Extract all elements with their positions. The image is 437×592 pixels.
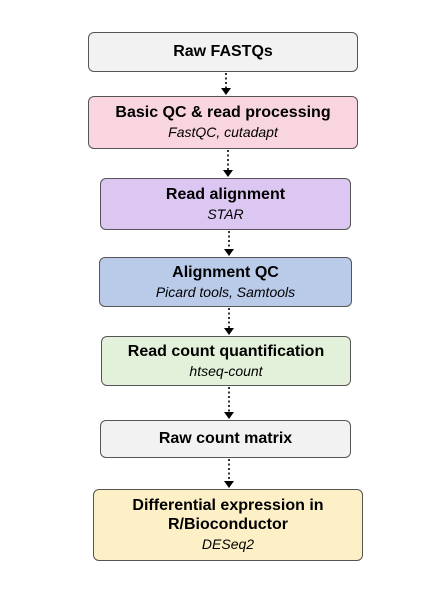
raw-count-matrix-title: Raw count matrix <box>158 429 293 447</box>
read-count-quantification-tools: htseq-count <box>189 362 263 379</box>
read-alignment-tools: STAR <box>207 205 244 222</box>
read-count-quantification-node: Read count quantification htseq-count <box>101 336 351 386</box>
alignment-qc-node: Alignment QC Picard tools, Samtools <box>99 257 352 307</box>
read-count-quantification-title: Read count quantification <box>127 342 325 360</box>
differential-expression-title: Differential expression in <box>132 497 324 515</box>
basic-qc-tools: FastQC, cutadapt <box>168 124 278 141</box>
read-alignment-title: Read alignment <box>165 185 286 203</box>
read-alignment-node: Read alignment STAR <box>100 178 351 230</box>
raw-count-matrix-node: Raw count matrix <box>100 420 351 458</box>
basic-qc-node: Basic QC & read processing FastQC, cutad… <box>88 96 358 149</box>
raw-fastqs-title: Raw FASTQs <box>173 42 273 60</box>
raw-fastqs-node: Raw FASTQs <box>88 32 358 72</box>
differential-expression-tools: DESeq2 <box>201 536 255 553</box>
differential-expression-node: Differential expression in R/Bioconducto… <box>93 489 363 561</box>
alignment-qc-tools: Picard tools, Samtools <box>155 283 296 300</box>
differential-expression-title-line2: R/Bioconductor <box>168 516 288 534</box>
alignment-qc-title: Alignment QC <box>172 263 279 281</box>
basic-qc-title: Basic QC & read processing <box>115 104 331 122</box>
